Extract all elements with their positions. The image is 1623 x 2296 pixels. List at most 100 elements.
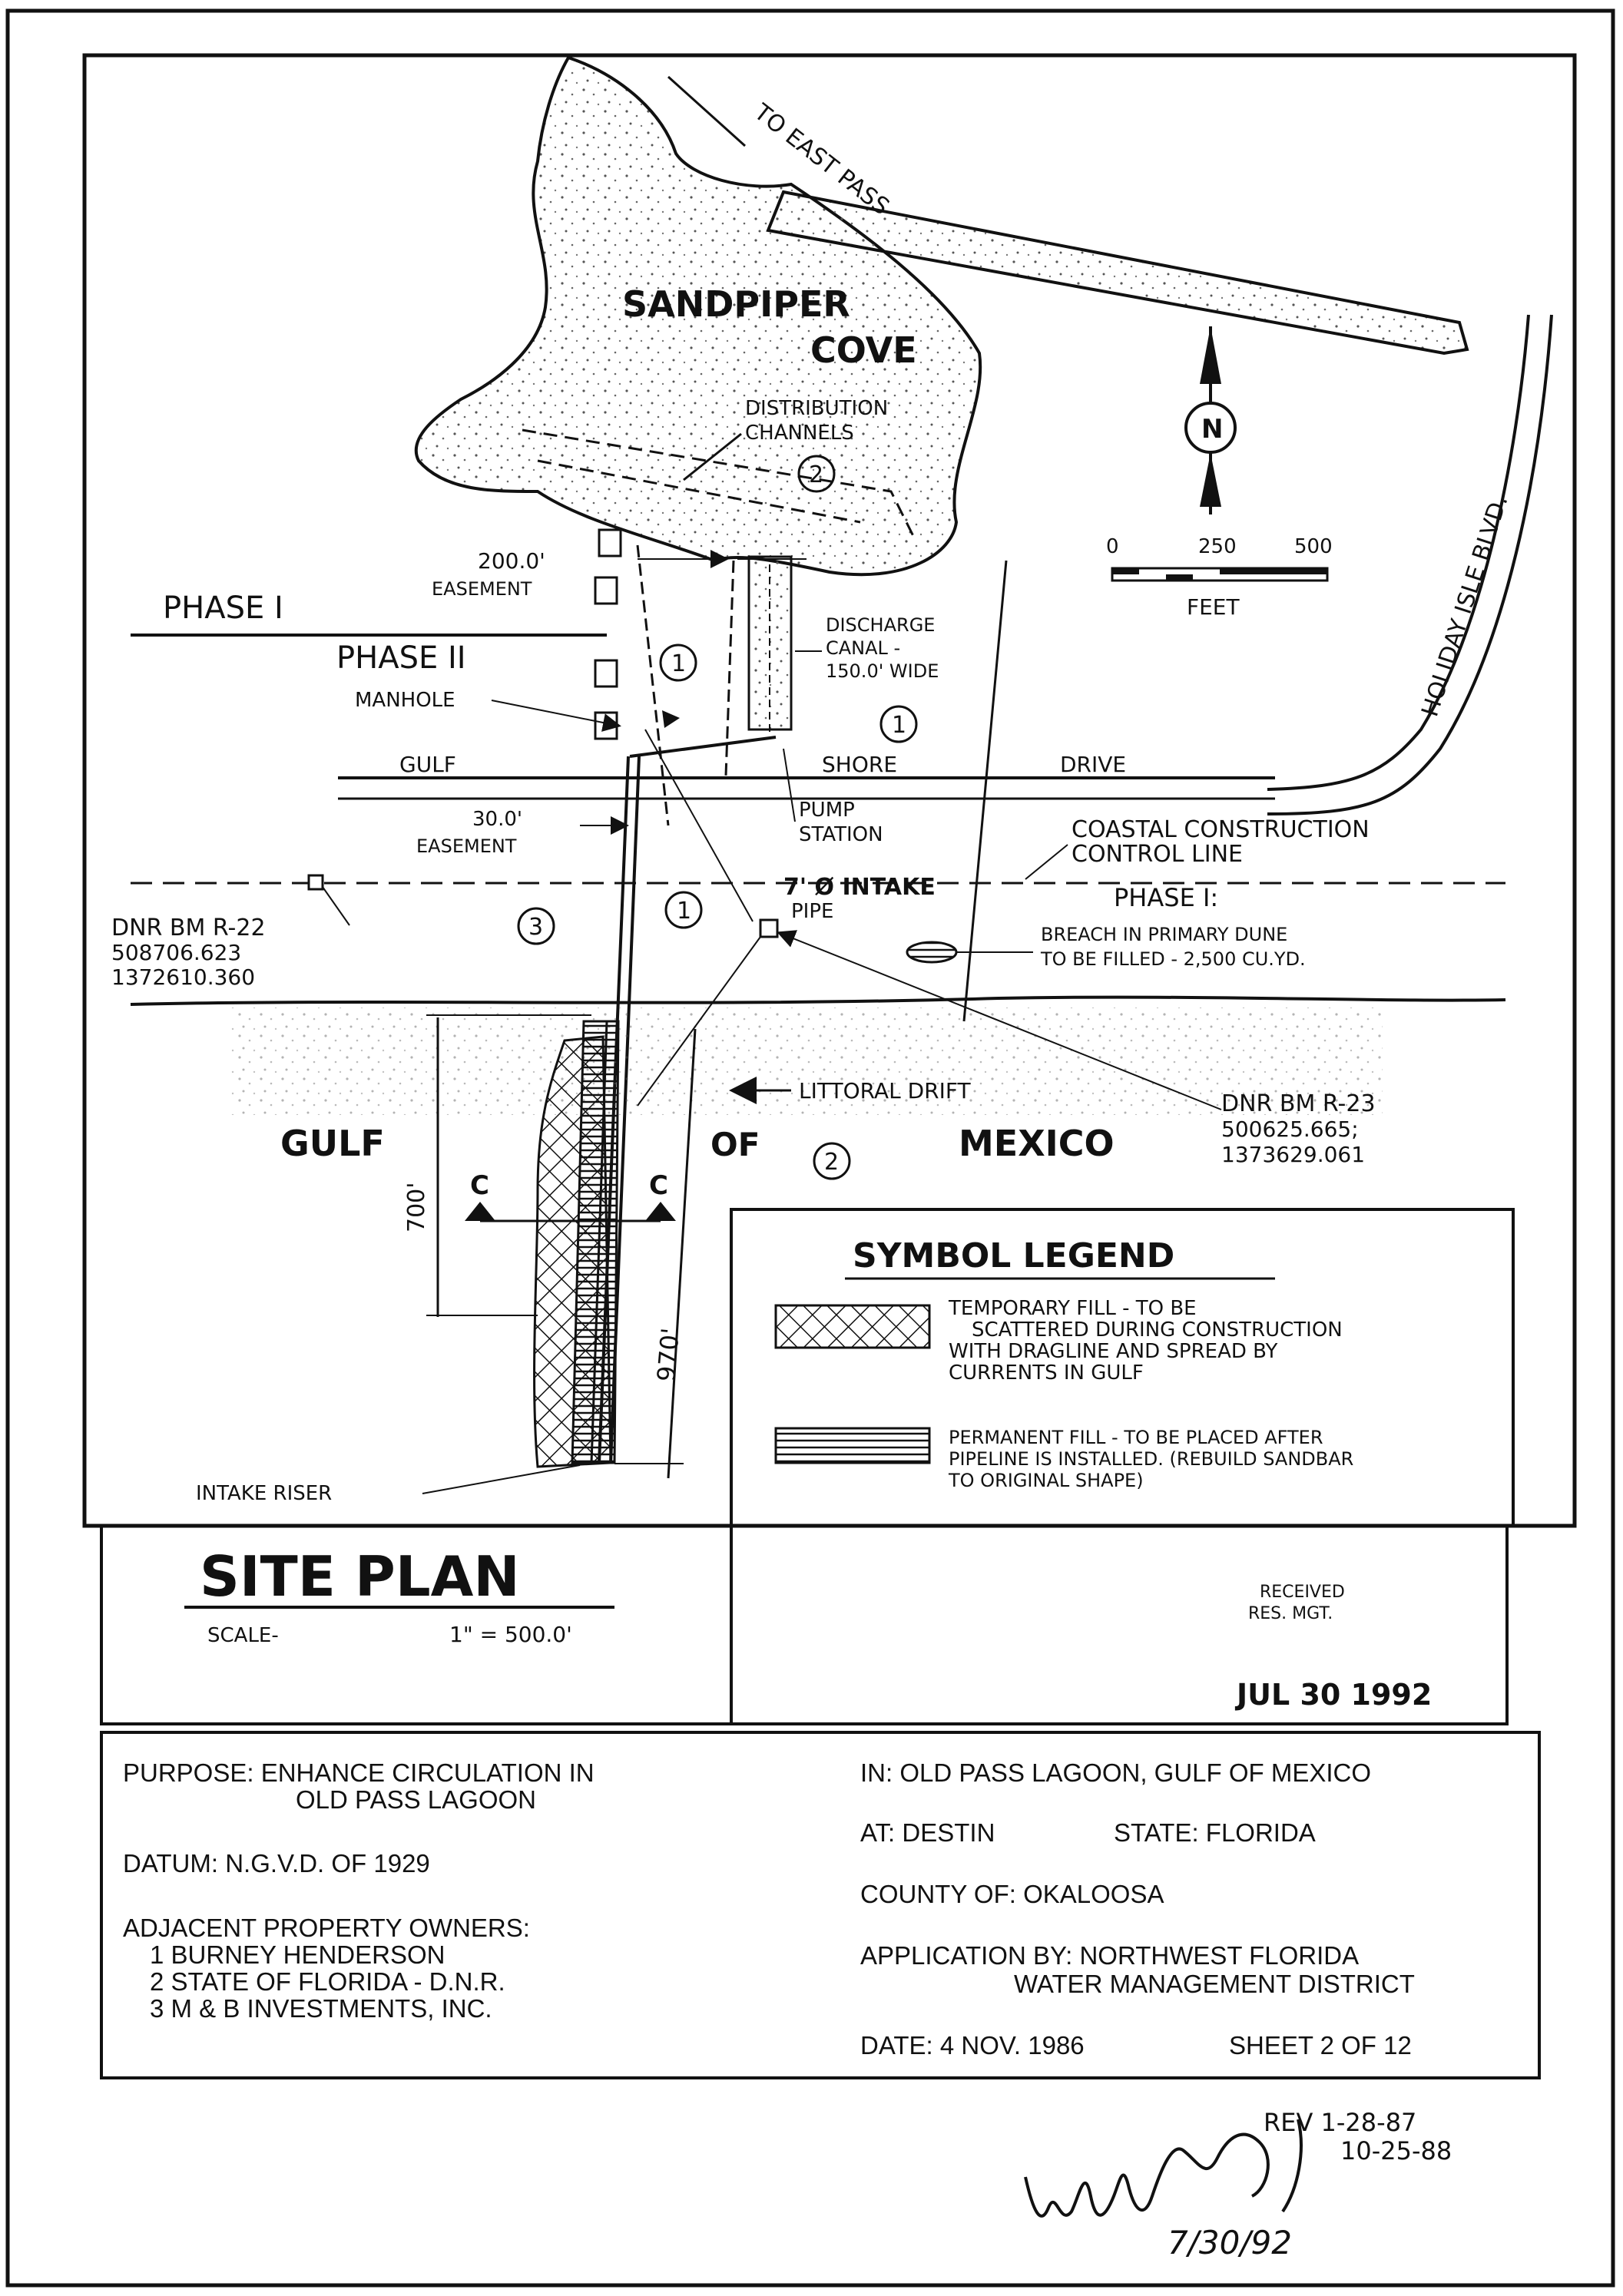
legend-title: SYMBOL LEGEND (853, 1236, 1174, 1275)
datum: DATUM: N.G.V.D. OF 1929 (123, 1849, 430, 1877)
road-gulf: GULF (399, 752, 456, 777)
north-arrow-icon: N (1184, 326, 1237, 514)
distribution-label-2: CHANNELS (745, 422, 854, 445)
north-label: N (1201, 414, 1223, 445)
legend-perm-1: PERMANENT FILL - TO BE PLACED AFTER (949, 1427, 1323, 1448)
legend-temp-4: CURRENTS IN GULF (949, 1361, 1144, 1385)
section-c-arrow-right-icon (645, 1202, 676, 1221)
holiday-isle-blvd (1267, 314, 1530, 791)
bm-r22-leader (322, 886, 350, 926)
legend-temporary-fill-swatch (774, 1304, 931, 1349)
breach-label-2: TO BE FILLED - 2,500 CU.YD. (1040, 948, 1306, 970)
legend-temp-2: SCATTERED DURING CONSTRUCTION (972, 1318, 1343, 1342)
pump-to-canal-pipe (629, 736, 777, 758)
section-c-right: C (649, 1170, 668, 1201)
phase-1-dune-label: PHASE I: (1114, 883, 1218, 912)
purpose-line-2: OLD PASS LAGOON (296, 1785, 536, 1814)
gulf-shoreline (130, 995, 1506, 1006)
breach-symbol (906, 941, 958, 964)
bm-r23-label: DNR BM R-23 (1221, 1090, 1376, 1117)
easement-200-value: 200.0' (478, 548, 545, 574)
discharge-label-1: DISCHARGE (826, 614, 935, 636)
stamp-date: JUL 30 1992 (1234, 1678, 1432, 1712)
section-c-left: C (470, 1170, 489, 1201)
signature-date: 7/30/92 (1168, 2224, 1292, 2261)
legend-permanent-fill-swatch (774, 1427, 931, 1464)
scale-500: 500 (1294, 535, 1333, 558)
location-in: IN: OLD PASS LAGOON, GULF OF MEXICO (860, 1758, 1371, 1787)
discharge-label-3: 150.0' WIDE (826, 660, 939, 682)
application-2: WATER MANAGEMENT DISTRICT (1014, 1970, 1415, 1998)
holiday-isle-label: HOLIDAY ISLE BLVD. (1416, 492, 1513, 720)
bm-r22-marker (307, 874, 324, 891)
distribution-label-1: DISTRIBUTION (745, 397, 888, 420)
phase-2-label: PHASE II (336, 640, 466, 676)
legend-temp-1: TEMPORARY FILL - TO BE (948, 1297, 1197, 1320)
pipeline-over-fill (590, 1021, 608, 1464)
signature (1024, 2119, 1303, 2218)
legend-perm-2: PIPELINE IS INSTALLED. (REBUILD SANDBAR (949, 1448, 1353, 1470)
littoral-drift-label: LITTORAL DRIFT (799, 1078, 971, 1103)
revision-1: REV 1-28-87 (1264, 2108, 1416, 2137)
distribution-leader (683, 432, 742, 481)
stamp-res: RES. MGT. (1248, 1604, 1333, 1623)
intake-pipe-marker (759, 918, 779, 938)
phase-1-label: PHASE I (163, 591, 283, 626)
owner-marker-1a: 1 (671, 650, 686, 677)
scale-label: SCALE- (207, 1624, 279, 1647)
mexico-label: MEXICO (959, 1123, 1115, 1164)
to-east-pass-leader (667, 75, 747, 147)
property-line-a (636, 544, 670, 826)
owner-marker-1b: 1 (892, 712, 906, 739)
manhole-marker (662, 710, 680, 728)
intake-riser-label: INTAKE RISER (196, 1482, 332, 1505)
legend-perm-3: TO ORIGINAL SHAPE) (948, 1470, 1144, 1491)
scale-value: 1" = 500.0' (449, 1622, 572, 1647)
owners-2: 2 STATE OF FLORIDA - D.N.R. (150, 1967, 505, 1996)
coastal-label-2: CONTROL LINE (1072, 841, 1243, 868)
road-shore: SHORE (822, 752, 897, 777)
outer-border (5, 8, 1615, 2288)
bm-r23-northing: 500625.665; (1221, 1117, 1359, 1142)
intake-leader-from-manhole (644, 729, 754, 922)
breach-label-1: BREACH IN PRIMARY DUNE (1041, 924, 1287, 945)
application-1: APPLICATION BY: NORTHWEST FLORIDA (860, 1941, 1359, 1970)
scale-250: 250 (1198, 535, 1237, 558)
bm-r22-label: DNR BM R-22 (111, 915, 266, 941)
owner-marker-3: 3 (528, 914, 543, 941)
manhole-label: MANHOLE (355, 689, 455, 712)
coastal-label-1: COASTAL CONSTRUCTION (1072, 816, 1370, 843)
owners-title: ADJACENT PROPERTY OWNERS: (123, 1914, 530, 1942)
road-drive: DRIVE (1060, 752, 1126, 777)
section-c-arrow-left-icon (465, 1202, 495, 1221)
bm-r23-leader (777, 930, 1222, 1110)
bm-r22-easting: 1372610.360 (111, 964, 255, 990)
owner-markers: 2 1 1 3 1 2 (517, 455, 918, 1180)
sandpiper-cove (414, 55, 982, 577)
intake-leader-from-pipe (637, 936, 761, 1107)
cove-label: COVE (810, 329, 917, 371)
scale-0: 0 (1106, 535, 1119, 558)
dim-970 (667, 1028, 697, 1479)
revision-2: 10-25-88 (1340, 2136, 1452, 2165)
easement-30-value: 30.0' (472, 808, 522, 831)
intake-pipe-label-2: PIPE (791, 900, 833, 923)
location-county: COUNTY OF: OKALOOSA (860, 1880, 1164, 1908)
discharge-label-2: CANAL - (826, 637, 900, 659)
property-line-c (962, 560, 1008, 1022)
owner-marker-1c: 1 (677, 898, 691, 925)
bm-r22-northing: 508706.623 (111, 940, 241, 965)
east-pass-channel (766, 190, 1469, 356)
dim-970-label: 970' (651, 1327, 685, 1383)
coastal-leader (1025, 844, 1068, 880)
owner-marker-2b: 2 (824, 1149, 839, 1176)
location-at: AT: DESTIN (860, 1818, 995, 1847)
holiday-isle-blvd-edge (1267, 314, 1553, 816)
pump-label-2: STATION (799, 823, 883, 846)
location-state: STATE: FLORIDA (1114, 1818, 1316, 1847)
pump-leader (783, 748, 796, 822)
gulf-label: GULF (280, 1123, 385, 1164)
dim-700-label: 700' (403, 1182, 430, 1232)
intake-pipe-label-1: 7' Ø INTAKE (783, 874, 936, 901)
